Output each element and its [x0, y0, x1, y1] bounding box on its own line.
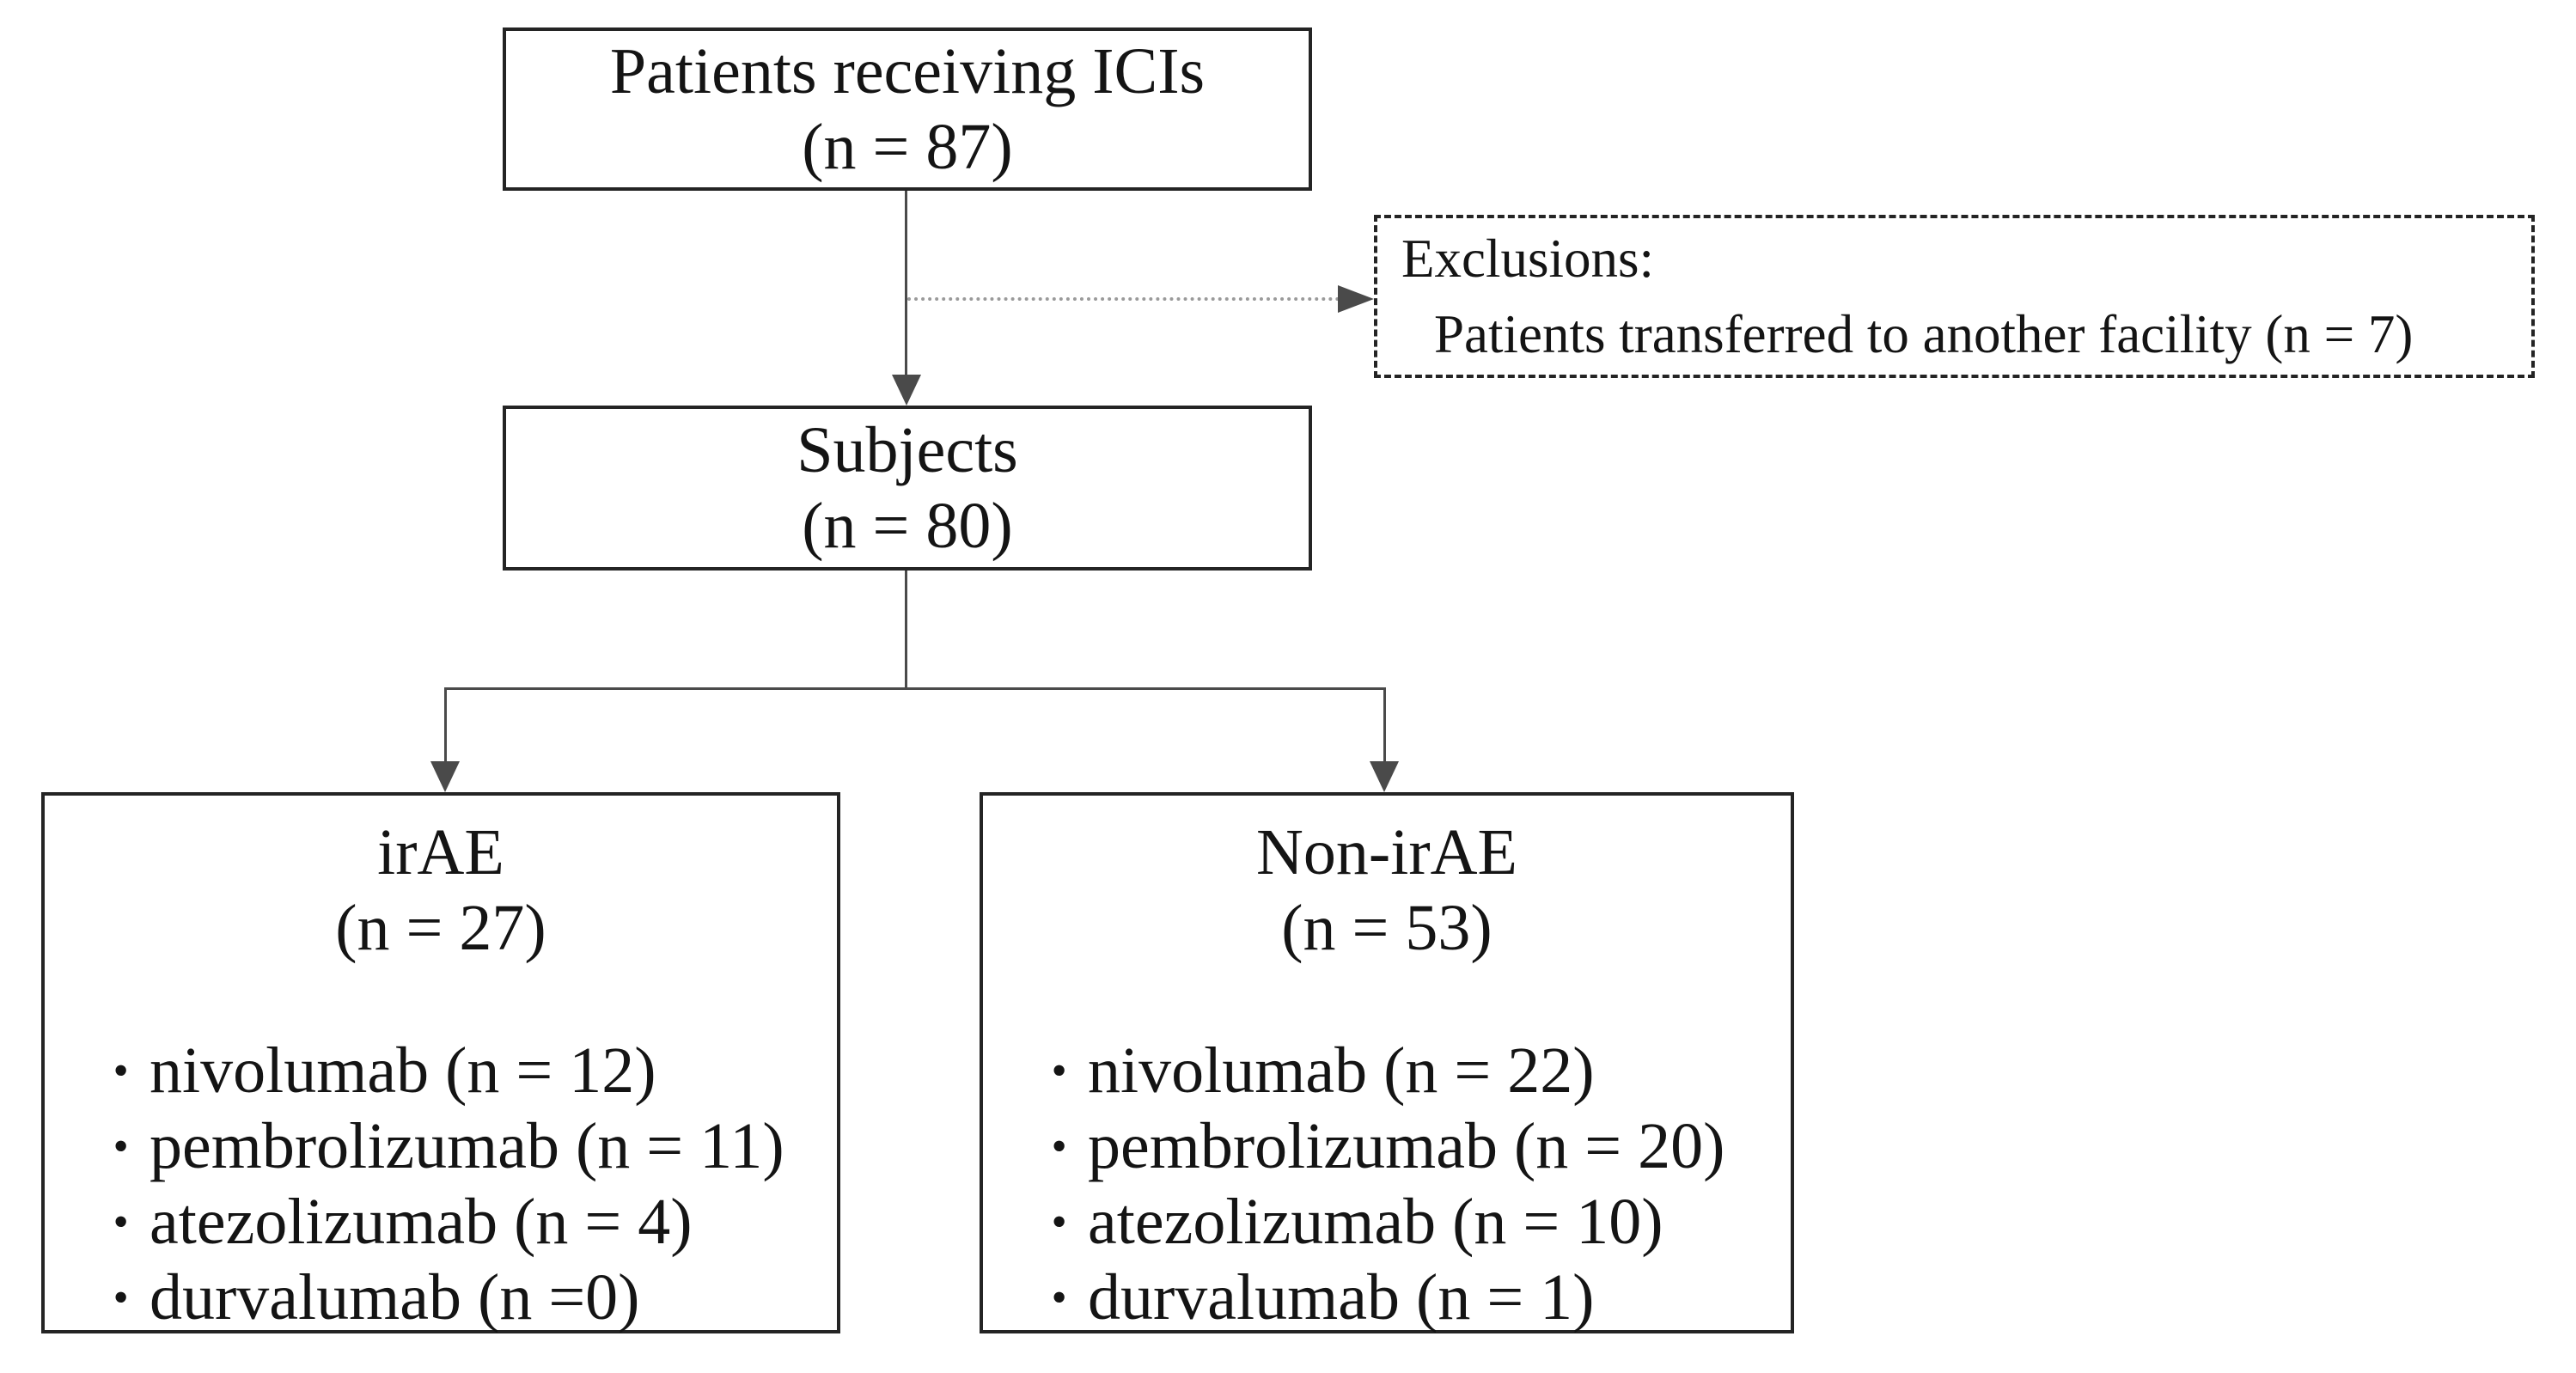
- patients-box: Patients receiving ICIs (n = 87): [503, 27, 1312, 191]
- drug-text: atezolizumab (n = 10): [1088, 1186, 1663, 1258]
- irae-title: irAE: [377, 816, 504, 888]
- non-irae-drug-list: ·nivolumab (n = 22) ·pembrolizumab (n = …: [983, 1033, 1791, 1335]
- irae-drug-list: ·nivolumab (n = 12) ·pembrolizumab (n = …: [45, 1033, 837, 1335]
- bullet-icon: ·: [1048, 1261, 1071, 1333]
- drug-item: ·atezolizumab (n = 10): [1048, 1184, 1791, 1260]
- connector-exclusions-dotted: [907, 297, 1340, 301]
- connector-branch-horizontal: [444, 687, 1386, 690]
- drug-item: ·nivolumab (n = 22): [1048, 1033, 1791, 1108]
- non-irae-box: Non-irAE (n = 53) ·nivolumab (n = 22) ·p…: [980, 792, 1794, 1333]
- patients-label: Patients receiving ICIs: [609, 35, 1206, 107]
- irae-box: irAE (n = 27) ·nivolumab (n = 12) ·pembr…: [41, 792, 840, 1333]
- connector-branch-right: [1383, 687, 1386, 765]
- drug-text: atezolizumab (n = 4): [150, 1186, 693, 1258]
- drug-item: ·durvalumab (n =0): [110, 1260, 837, 1335]
- drug-text: nivolumab (n = 12): [150, 1034, 656, 1107]
- drug-item: ·pembrolizumab (n = 11): [110, 1108, 837, 1184]
- bullet-icon: ·: [1048, 1110, 1071, 1182]
- connector-patients-to-subjects: [905, 191, 907, 376]
- subjects-box: Subjects (n = 80): [503, 406, 1312, 571]
- bullet-icon: ·: [110, 1034, 132, 1107]
- arrowhead-right-icon: [1338, 285, 1374, 313]
- drug-text: nivolumab (n = 22): [1088, 1034, 1595, 1107]
- subjects-count: (n = 80): [802, 490, 1013, 562]
- drug-item: ·nivolumab (n = 12): [110, 1033, 837, 1108]
- drug-item: ·atezolizumab (n = 4): [110, 1184, 837, 1260]
- drug-item: ·durvalumab (n = 1): [1048, 1260, 1791, 1335]
- bullet-icon: ·: [110, 1186, 132, 1258]
- subjects-label: Subjects: [797, 414, 1018, 486]
- drug-text: durvalumab (n =0): [150, 1261, 640, 1333]
- drug-text: durvalumab (n = 1): [1088, 1261, 1595, 1333]
- non-irae-title: Non-irAE: [1256, 816, 1517, 888]
- drug-text: pembrolizumab (n = 11): [150, 1110, 784, 1182]
- connector-branch-left: [444, 687, 447, 765]
- bullet-icon: ·: [1048, 1034, 1071, 1107]
- drug-text: pembrolizumab (n = 20): [1088, 1110, 1725, 1182]
- drug-item: ·pembrolizumab (n = 20): [1048, 1108, 1791, 1184]
- connector-subjects-to-branch: [905, 571, 907, 690]
- patients-count: (n = 87): [802, 111, 1013, 183]
- bullet-icon: ·: [1048, 1186, 1071, 1258]
- irae-count: (n = 27): [335, 892, 546, 964]
- bullet-icon: ·: [110, 1261, 132, 1333]
- bullet-icon: ·: [110, 1110, 132, 1182]
- arrowhead-down-icon: [1370, 761, 1399, 792]
- exclusions-detail: Patients transferred to another facility…: [1434, 304, 2414, 364]
- arrowhead-down-icon: [430, 761, 460, 792]
- exclusions-title: Exclusions:: [1401, 229, 1654, 289]
- exclusions-box: Exclusions: Patients transferred to anot…: [1374, 215, 2535, 378]
- non-irae-count: (n = 53): [1281, 892, 1492, 964]
- arrowhead-down-icon: [892, 375, 921, 406]
